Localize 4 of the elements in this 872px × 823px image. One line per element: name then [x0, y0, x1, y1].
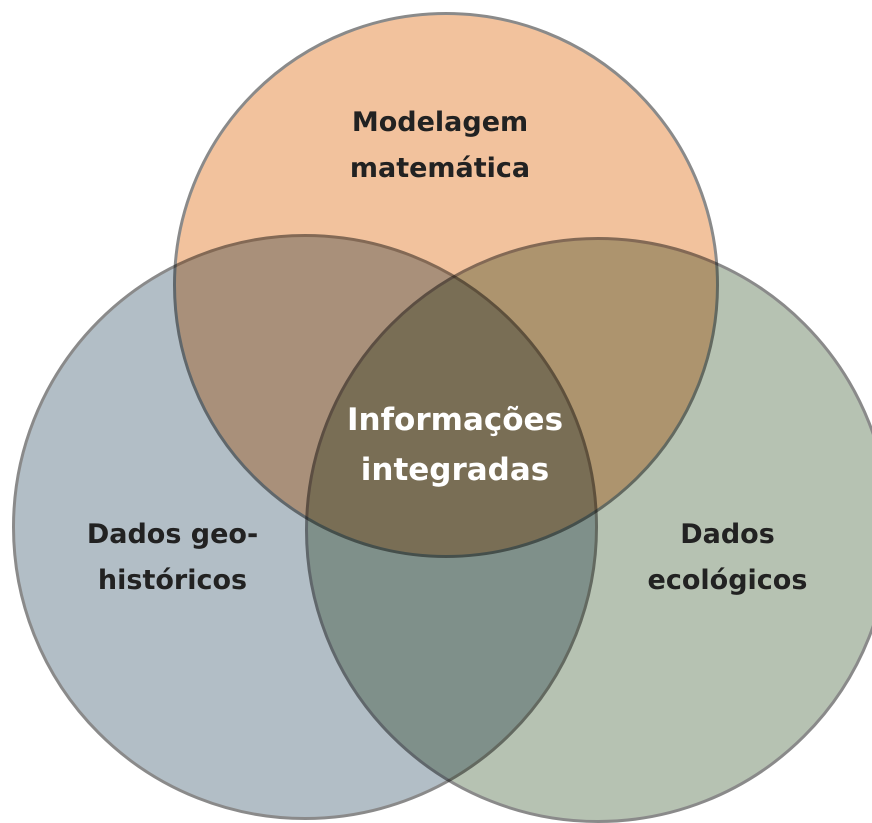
circle-label: Modelagem matemática	[348, 106, 532, 186]
intersection-label: Informações integradas	[346, 401, 564, 490]
circle-label: Dados ecológicos	[646, 518, 808, 598]
circle-label: Dados geo-históricos	[86, 518, 260, 598]
